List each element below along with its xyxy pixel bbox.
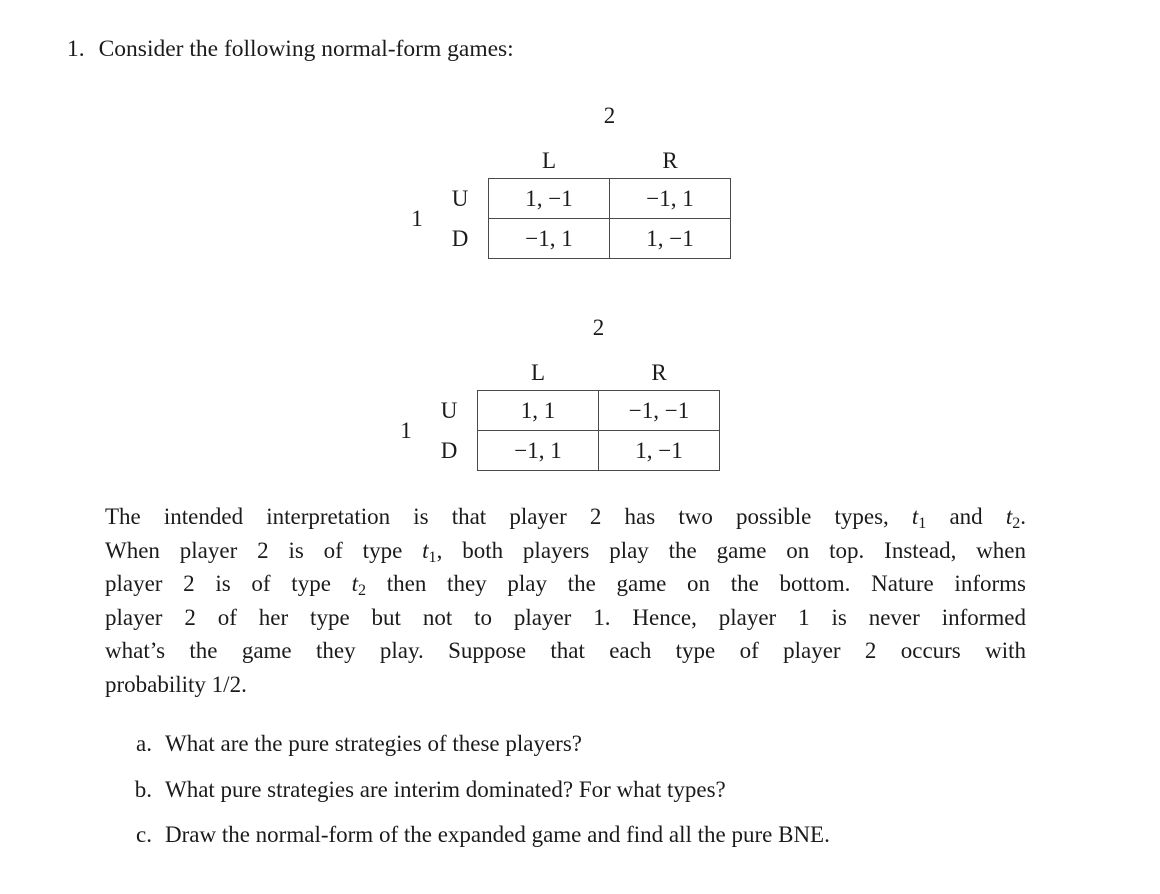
subscript: 1 [428,548,437,566]
math-variable: t [351,571,358,596]
subquestion-item-b: b. What pure strategies are interim domi… [132,777,1160,802]
game-matrix-2: 2 L R 1 U 1, 1 −1, −1 D −1, 1 1, −1 [391,312,720,471]
row-label-U: U [440,397,458,423]
column-label-L: L [530,360,546,385]
paragraph-line: The intended interpretation is that play… [105,500,1026,534]
paragraph-line: player 2 is of type t2 then they play th… [105,567,1026,601]
spacer-cell [402,100,489,142]
payoff-cell-UL: 1, 1 [477,390,599,431]
row-label-D: D [440,437,458,463]
spacer-cell [402,142,489,179]
paragraph-line: player 2 of her type but not to player 1… [105,601,1026,635]
subquestion-text: What are the pure strategies of these pl… [165,731,582,756]
game-matrix-1: 2 L R 1 U 1, −1 −1, 1 D −1, 1 1, −1 [402,100,731,259]
spacer-cell [391,312,478,354]
text-run: then they play the game on the bottom. N… [366,571,1026,596]
payoff-cell-DR: 1, −1 [609,218,731,259]
column-label-L: L [541,148,557,173]
payoff-cell-UR: −1, −1 [598,390,720,431]
player2-label: 2 [603,103,616,128]
column-label-R: R [651,360,667,385]
player1-label: 1 [400,417,412,443]
text-run: what’s the game they play. Suppose that … [105,638,1026,663]
subscript: 2 [358,582,367,600]
payoff-cell-UL: 1, −1 [488,178,610,219]
subquestion-label: a. [136,731,152,756]
subquestion-item-c: c. Draw the normal-form of the expanded … [132,822,1160,847]
row-label-D: D [451,225,469,251]
player1-label: 1 [411,205,423,231]
text-run: player 2 of her type but not to player 1… [105,604,1026,630]
text-run: . [1020,504,1026,529]
row-label-U: U [451,185,469,211]
text-run: and [926,504,1006,529]
player2-label: 2 [592,315,605,340]
subquestion-label: b. [134,776,152,802]
problem-number: 1. [67,36,85,62]
spacer-cell [391,354,478,391]
math-variable: t [1005,504,1013,529]
subquestion-label: c. [136,822,152,847]
subscript: 2 [1012,515,1021,533]
column-label-R: R [662,148,678,173]
payoff-cell-UR: −1, 1 [609,178,731,219]
problem-title: Consider the following normal-form games… [98,36,514,62]
subquestion-text: What pure strategies are interim dominat… [165,776,726,802]
math-variable: t [422,537,429,563]
payoff-cell-DL: −1, 1 [488,218,610,259]
problem-heading: 1. Consider the following normal-form ga… [67,34,514,64]
text-run: player 2 is of type [105,571,352,596]
paragraph-line: probability 1/2. [105,668,1026,702]
subscript: 1 [918,515,927,533]
text-run: , both players play the game on top. Ins… [436,537,1026,563]
text-run: probability 1/2. [105,671,247,697]
payoff-cell-DL: −1, 1 [477,430,599,471]
paragraph-line: what’s the game they play. Suppose that … [105,634,1026,668]
paragraph-line: When player 2 is of type t1, both player… [105,534,1026,568]
payoff-cell-DR: 1, −1 [598,430,720,471]
math-variable: t [911,504,919,529]
text-run: When player 2 is of type [105,537,423,563]
subquestion-item-a: a. What are the pure strategies of these… [132,731,1160,756]
subquestion-list: a. What are the pure strategies of these… [0,731,1160,868]
interpretation-paragraph: The intended interpretation is that play… [105,500,1026,701]
subquestion-text: Draw the normal-form of the expanded gam… [165,822,830,847]
text-run: The intended interpretation is that play… [105,504,912,529]
